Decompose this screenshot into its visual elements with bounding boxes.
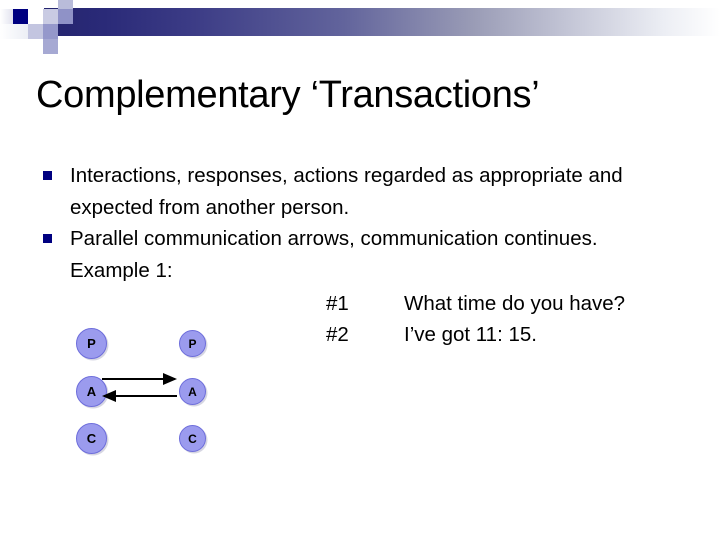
square-bullet-icon: [43, 171, 52, 180]
square-bullet-icon: [43, 234, 52, 243]
dialogue-row: #2 I’ve got 11: 15.: [326, 319, 686, 350]
pac-circle-left-child: C: [76, 423, 107, 454]
header-square-light-2: [43, 9, 58, 24]
header-square-medium-2: [43, 39, 58, 54]
header-gradient-bar: [44, 8, 720, 36]
header-square-light-1: [28, 24, 43, 39]
slide-body: Interactions, responses, actions regarde…: [40, 160, 690, 286]
pac-circle-right-parent: P: [179, 330, 206, 357]
header-square-medium-1: [43, 24, 58, 39]
pac-circle-left-adult: A: [76, 376, 107, 407]
header-square-fade-lower-left: [0, 24, 28, 39]
header-square-light-3: [58, 0, 73, 9]
pac-circle-right-adult: A: [179, 378, 206, 405]
pac-diagram: P A C P A C: [60, 322, 250, 470]
header-square-navy: [13, 9, 28, 24]
dialogue-speaker: #1: [326, 292, 349, 315]
header-square-medium-3: [58, 9, 73, 24]
page-title: Complementary ‘Transactions’: [36, 74, 540, 116]
header-square-fade-left: [0, 9, 13, 24]
dialogue-speaker: #2: [326, 323, 349, 346]
pac-circle-left-parent: P: [76, 328, 107, 359]
dialogue-text: What time do you have?: [404, 292, 626, 315]
header-decoration: [0, 0, 720, 54]
bullet-text: Parallel communication arrows, communica…: [70, 227, 598, 250]
pac-arrows: [102, 373, 177, 402]
bullet-text: Interactions, responses, actions regarde…: [70, 164, 623, 219]
dialogue-block: #1 What time do you have? #2 I’ve got 11…: [326, 288, 686, 350]
bullet-item: Parallel communication arrows, communica…: [40, 223, 690, 255]
bullet-item: Interactions, responses, actions regarde…: [40, 160, 690, 223]
dialogue-text: I’ve got 11: 15.: [404, 323, 537, 346]
dialogue-row: #1 What time do you have?: [326, 288, 686, 319]
example-label: Example 1:: [70, 258, 173, 282]
pac-circle-right-child: C: [179, 425, 206, 452]
